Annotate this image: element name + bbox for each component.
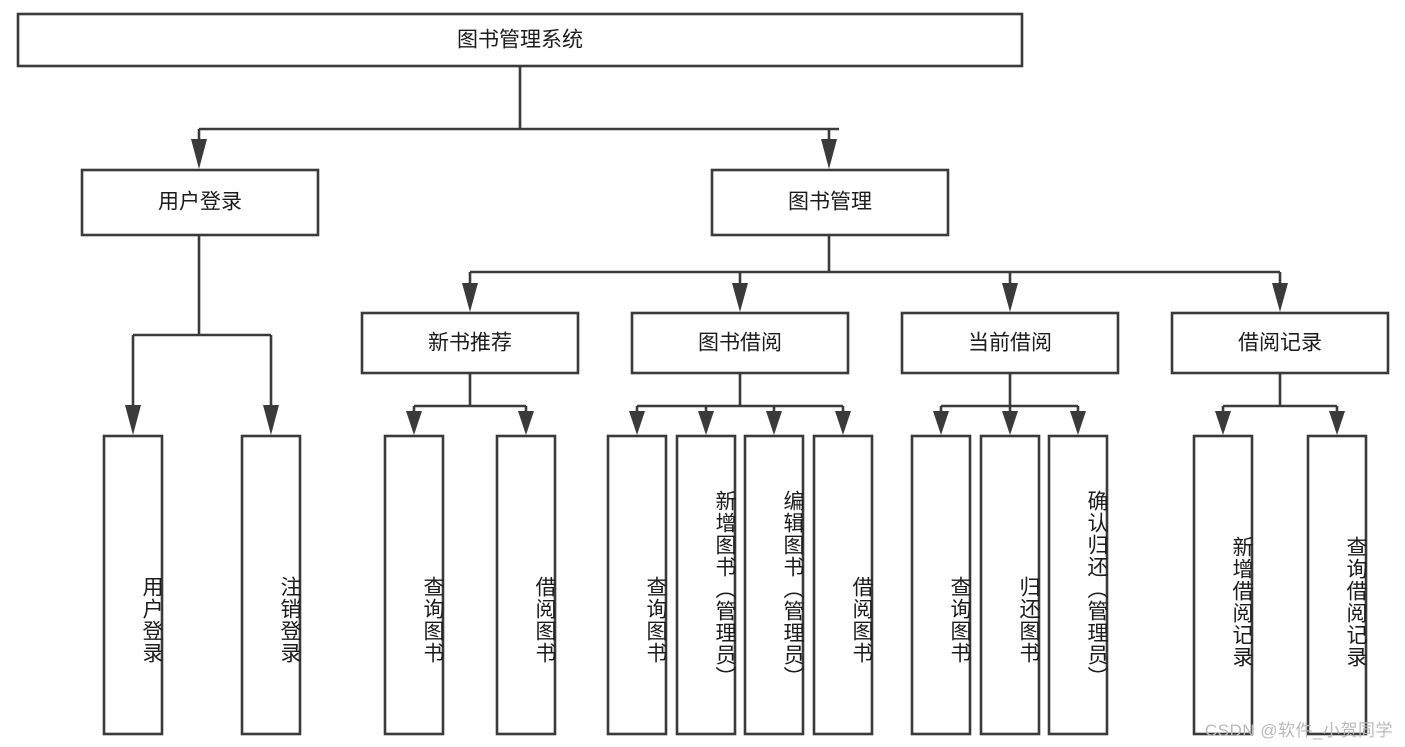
edges-book-borrow-to-leaves [629,373,851,435]
leaf-box-user-login[interactable] [102,434,164,736]
arrow-book-manage [821,139,837,169]
node-current-borrow-label: 当前借阅 [968,332,1052,355]
arrow-new-book [462,283,478,312]
node-book-borrow-box[interactable] [630,311,850,375]
arrow-nb-borrow-book [518,411,534,435]
node-new-book-recommend-label: 新书推荐 [428,332,512,355]
arrow-current-borrow [1002,283,1018,312]
arrow-bb-borrow-book [835,411,851,435]
leaf-box-bb-add-book[interactable] [675,434,737,736]
leaf-box-nb-query-book[interactable] [383,434,445,736]
arrow-book-borrow [732,283,748,312]
csdn-watermark: CSDN @软件_小贺同学 [1204,721,1393,740]
leaf-box-bb-query-book[interactable] [606,434,668,736]
arrow-cb-return-book [1002,411,1018,435]
arrow-cb-query-book [933,411,949,435]
arrow-bb-edit-book [766,411,782,435]
node-root-box[interactable] [16,12,1024,68]
edges-book-manage-to-level3 [462,235,1288,312]
leaf-box-nb-borrow-book[interactable] [495,434,557,736]
leaf-box-bb-borrow-book[interactable] [812,434,874,736]
edges-current-borrow-to-leaves [933,373,1086,435]
leaf-box-cb-query-book[interactable] [910,434,972,736]
node-book-borrow-label: 图书借阅 [698,332,782,355]
arrow-leaf-logout [263,405,279,435]
arrow-leaf-user-login [125,405,141,435]
arrow-nb-query-book [406,411,422,435]
arrow-borrow-record [1272,283,1288,312]
edges-root-to-level2 [191,66,839,169]
node-user-login-label: 用户登录 [158,191,242,214]
leaf-box-cb-confirm-return[interactable] [1047,434,1109,736]
leaf-box-br-query-record[interactable] [1306,434,1368,736]
arrow-br-add-record [1215,411,1231,435]
arrow-br-query-record [1329,411,1345,435]
node-borrow-record-box[interactable] [1170,311,1390,375]
leaf-box-cb-return-book[interactable] [979,434,1041,736]
edges-borrow-record-to-leaves [1215,373,1345,435]
leaf-box-logout[interactable] [240,434,302,736]
edges-new-book-to-leaves [406,373,534,435]
node-borrow-record-label: 借阅记录 [1238,332,1322,355]
arrow-user-login [191,139,207,169]
edges-user-login-to-leaves [125,235,279,435]
leaf-box-br-add-record[interactable] [1192,434,1254,736]
node-book-manage-box[interactable] [710,168,950,237]
node-new-book-recommend-box[interactable] [360,311,580,375]
node-book-manage-label: 图书管理 [788,191,872,214]
arrow-bb-query-book [629,411,645,435]
leaf-box-bb-edit-book[interactable] [743,434,805,736]
node-user-login-box[interactable] [80,168,320,237]
arrow-cb-confirm-return [1070,411,1086,435]
node-root-label: 图书管理系统 [457,29,583,52]
node-current-borrow-box[interactable] [900,311,1120,375]
arrow-bb-add-book [698,411,714,435]
